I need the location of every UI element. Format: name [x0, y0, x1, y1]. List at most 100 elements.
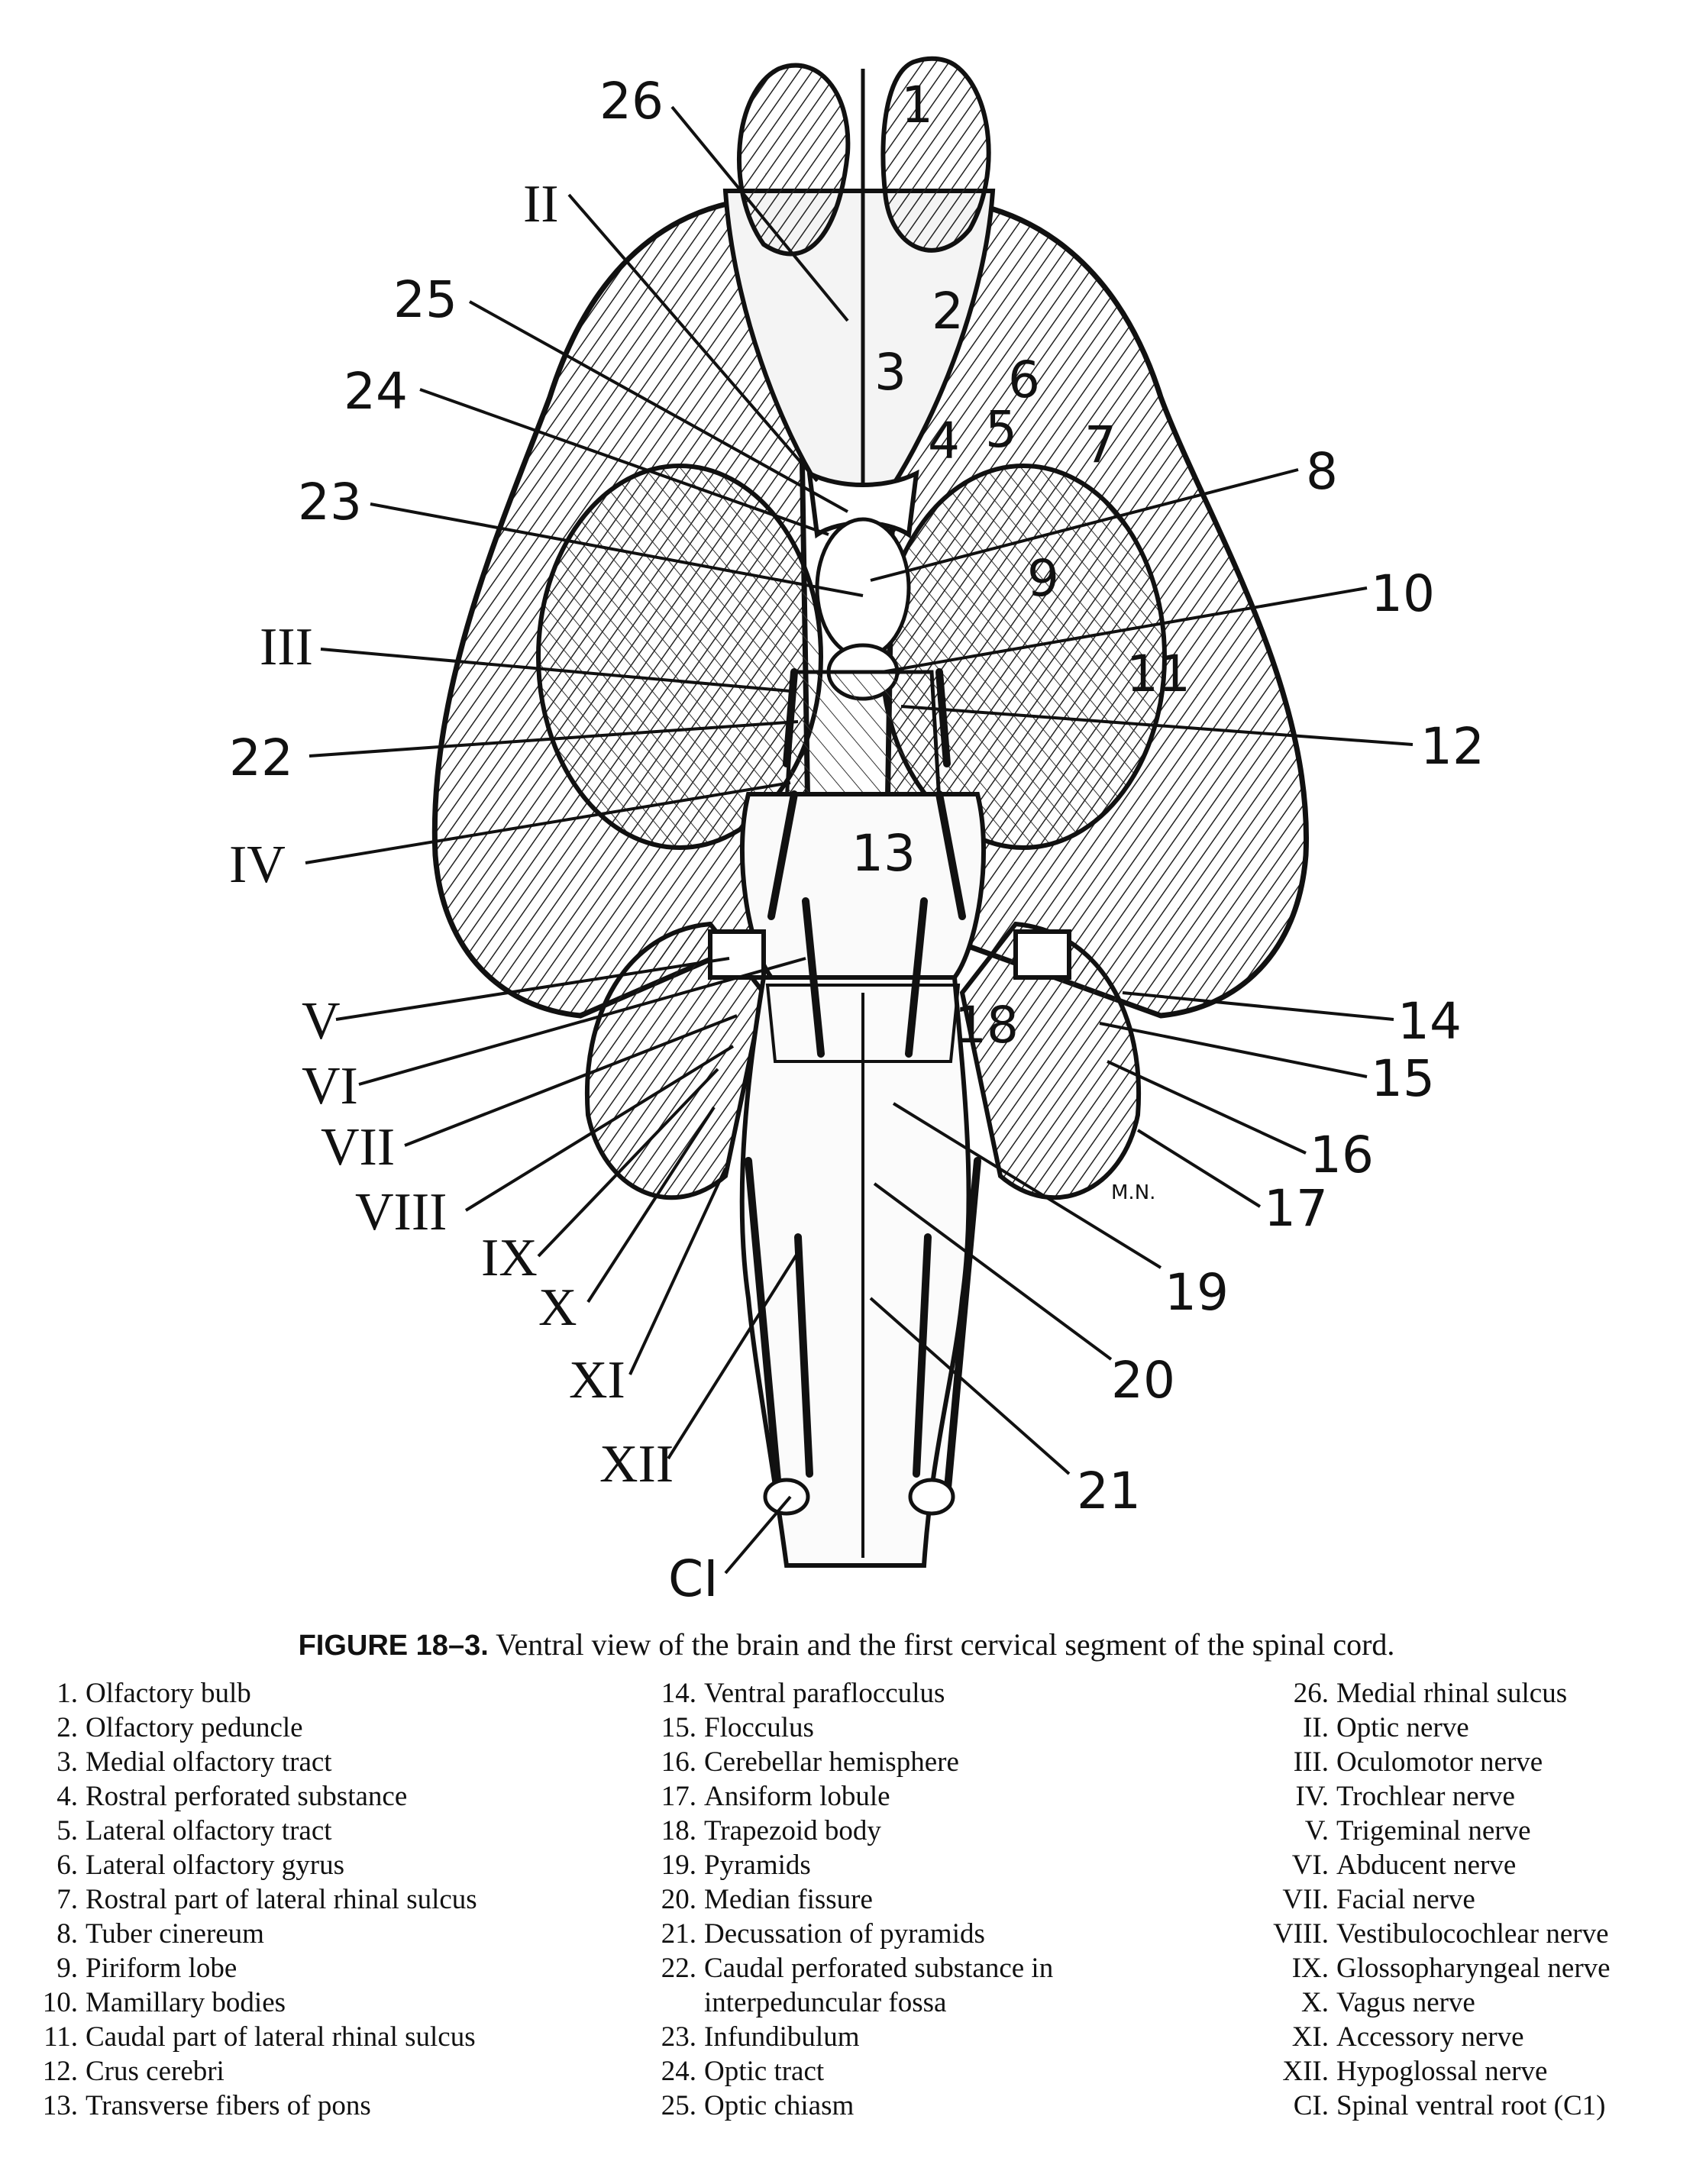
legend-item: interpeduncular fossa [626, 1985, 1053, 2020]
label-9: 9 [1027, 549, 1059, 608]
legend-item: 17.Ansiform lobule [626, 1779, 1053, 1814]
legend-item-text: Spinal ventral root (C1) [1336, 2090, 1606, 2121]
legend-item: 14. Ventral paraflocculus [626, 1676, 1053, 1711]
legend-item-number: 14. [661, 1678, 696, 1709]
callout-22: 22 [229, 729, 293, 787]
figure-caption: FIGURE 18–3. Ventral view of the brain a… [0, 1627, 1693, 1662]
legend-item-number: X. [1301, 1987, 1329, 2018]
legend-item-number: II. [1303, 1712, 1329, 1743]
legend-item-text: Lateral olfactory tract [86, 1815, 332, 1846]
legend-item-text: Transverse fibers of pons [86, 2090, 371, 2121]
legend-item: V.Trigeminal nerve [1252, 1814, 1611, 1848]
legend-item: IV.Trochlear nerve [1252, 1779, 1611, 1814]
legend-item-text: Rostral part of lateral rhinal sulcus [86, 1884, 477, 1915]
legend-item-text: Crus cerebri [86, 2056, 225, 2087]
label-2: 2 [932, 282, 964, 341]
legend-item-number: VII. [1282, 1884, 1329, 1915]
label-11: 11 [1126, 645, 1191, 703]
legend-item: 1.Olfactory bulb [23, 1676, 477, 1711]
right-cerebellum [959, 921, 1141, 1200]
legend-item-text: Optic nerve [1336, 1712, 1469, 1743]
legend-item-text: Trochlear nerve [1336, 1781, 1515, 1812]
legend-item: 19.Pyramids [626, 1848, 1053, 1882]
left-piriform-lobe [536, 464, 823, 850]
label-13: 13 [851, 824, 916, 883]
legend-item-number: 9. [57, 1953, 78, 1984]
callout-23: 23 [298, 473, 362, 531]
legend-item-text: Ventral paraflocculus [704, 1678, 945, 1709]
legend-item: XII.Hypoglossal nerve [1252, 2054, 1611, 2089]
legend-item: 24.Optic tract [626, 2054, 1053, 2089]
legend-item: II. Optic nerve [1252, 1711, 1611, 1745]
figure-number: FIGURE 18–3. [298, 1630, 489, 1662]
legend-item: 26.Medial rhinal sulcus [1252, 1676, 1611, 1711]
legend-item-text: Vagus nerve [1336, 1987, 1475, 2018]
callout-IV: IV [229, 835, 286, 894]
legend-item: 8.Tuber cinereum [23, 1917, 477, 1951]
legend-item: CI.Spinal ventral root (C1) [1252, 2089, 1611, 2123]
callout-21: 21 [1077, 1462, 1141, 1520]
callout-20: 20 [1111, 1351, 1175, 1410]
tuber-cinereum [815, 517, 911, 659]
legend-item: 12. Crus cerebri [23, 2054, 477, 2089]
legend-item-text: Optic chiasm [704, 2090, 855, 2121]
legend-item: 9.Piriform lobe [23, 1951, 477, 1985]
legend-item-number: VIII. [1273, 1918, 1329, 1950]
legend-item: III.Oculomotor nerve [1252, 1745, 1611, 1779]
label-6: 6 [1008, 351, 1040, 409]
legend-item-text: Olfactory bulb [86, 1678, 251, 1709]
callout-19: 19 [1165, 1263, 1229, 1322]
label-3: 3 [874, 343, 906, 402]
callout-IX: IX [481, 1229, 538, 1287]
legend-item-number: 16. [661, 1746, 696, 1778]
callout-8: 8 [1306, 442, 1338, 501]
artist-signature: M.N. [1111, 1181, 1155, 1204]
callout-II: II [523, 175, 559, 234]
legend-item-number: 4. [57, 1781, 78, 1812]
legend-item-text: Oculomotor nerve [1336, 1746, 1543, 1778]
legend-item-number: 6. [57, 1850, 78, 1881]
legend-item: 7. Rostral part of lateral rhinal sulcus [23, 1882, 477, 1917]
legend-item-number: 12. [42, 2056, 78, 2087]
legend-item-text: Flocculus [704, 1712, 814, 1743]
legend-item: 18.Trapezoid body [626, 1814, 1053, 1848]
legend-item: 6. Lateral olfactory gyrus [23, 1848, 477, 1882]
legend-item-text: Decussation of pyramids [704, 1918, 985, 1950]
callout-VI: VI [302, 1057, 358, 1116]
brain-illustration: 1 2 3 4 5 6 7 9 11 13 18 M.N. 26 II 25 2… [229, 56, 1485, 1604]
cranial-nerve-roots [745, 668, 981, 1501]
callout-XI: XI [569, 1351, 625, 1410]
legend-item-text: Median fissure [704, 1884, 873, 1915]
label-4: 4 [928, 412, 960, 470]
legend-item-number: 10. [42, 1987, 78, 2018]
callout-26: 26 [599, 72, 664, 131]
crus-cerebri [784, 670, 942, 804]
trapezoid-body [765, 984, 961, 1063]
legend-item-number: V. [1304, 1815, 1329, 1846]
legend-item-number: 18. [661, 1815, 696, 1846]
legend-item-number: XII. [1282, 2056, 1329, 2087]
legend-item-number: IX. [1291, 1953, 1329, 1984]
legend-item-text: Facial nerve [1336, 1884, 1475, 1915]
callout-25: 25 [393, 270, 457, 329]
legend-item-number: 3. [57, 1746, 78, 1778]
legend-item-text: Optic tract [704, 2056, 825, 2087]
right-trigeminal-stump [1013, 929, 1071, 980]
legend-item-text: Trigeminal nerve [1336, 1815, 1531, 1846]
legend-item: 2.Olfactory peduncle [23, 1711, 477, 1745]
callout-15: 15 [1371, 1049, 1435, 1108]
legend-item: IX.Glossopharyngeal nerve [1252, 1951, 1611, 1985]
legend-item: 10.Mamillary bodies [23, 1985, 477, 2020]
legend-item-text: Lateral olfactory gyrus [86, 1850, 345, 1881]
legend-item-text: Vestibulocochlear nerve [1336, 1918, 1609, 1950]
legend-item-number: III. [1293, 1746, 1329, 1778]
legend-item-text: Infundibulum [704, 2021, 860, 2053]
legend-item: 3.Medial olfactory tract [23, 1745, 477, 1779]
legend-item-number: 7. [57, 1884, 78, 1915]
legend-item: 22.Caudal perforated substance in [626, 1951, 1053, 1985]
legend-item: 5.Lateral olfactory tract [23, 1814, 477, 1848]
callout-16: 16 [1310, 1126, 1374, 1184]
legend-item-text: Glossopharyngeal nerve [1336, 1953, 1611, 1984]
